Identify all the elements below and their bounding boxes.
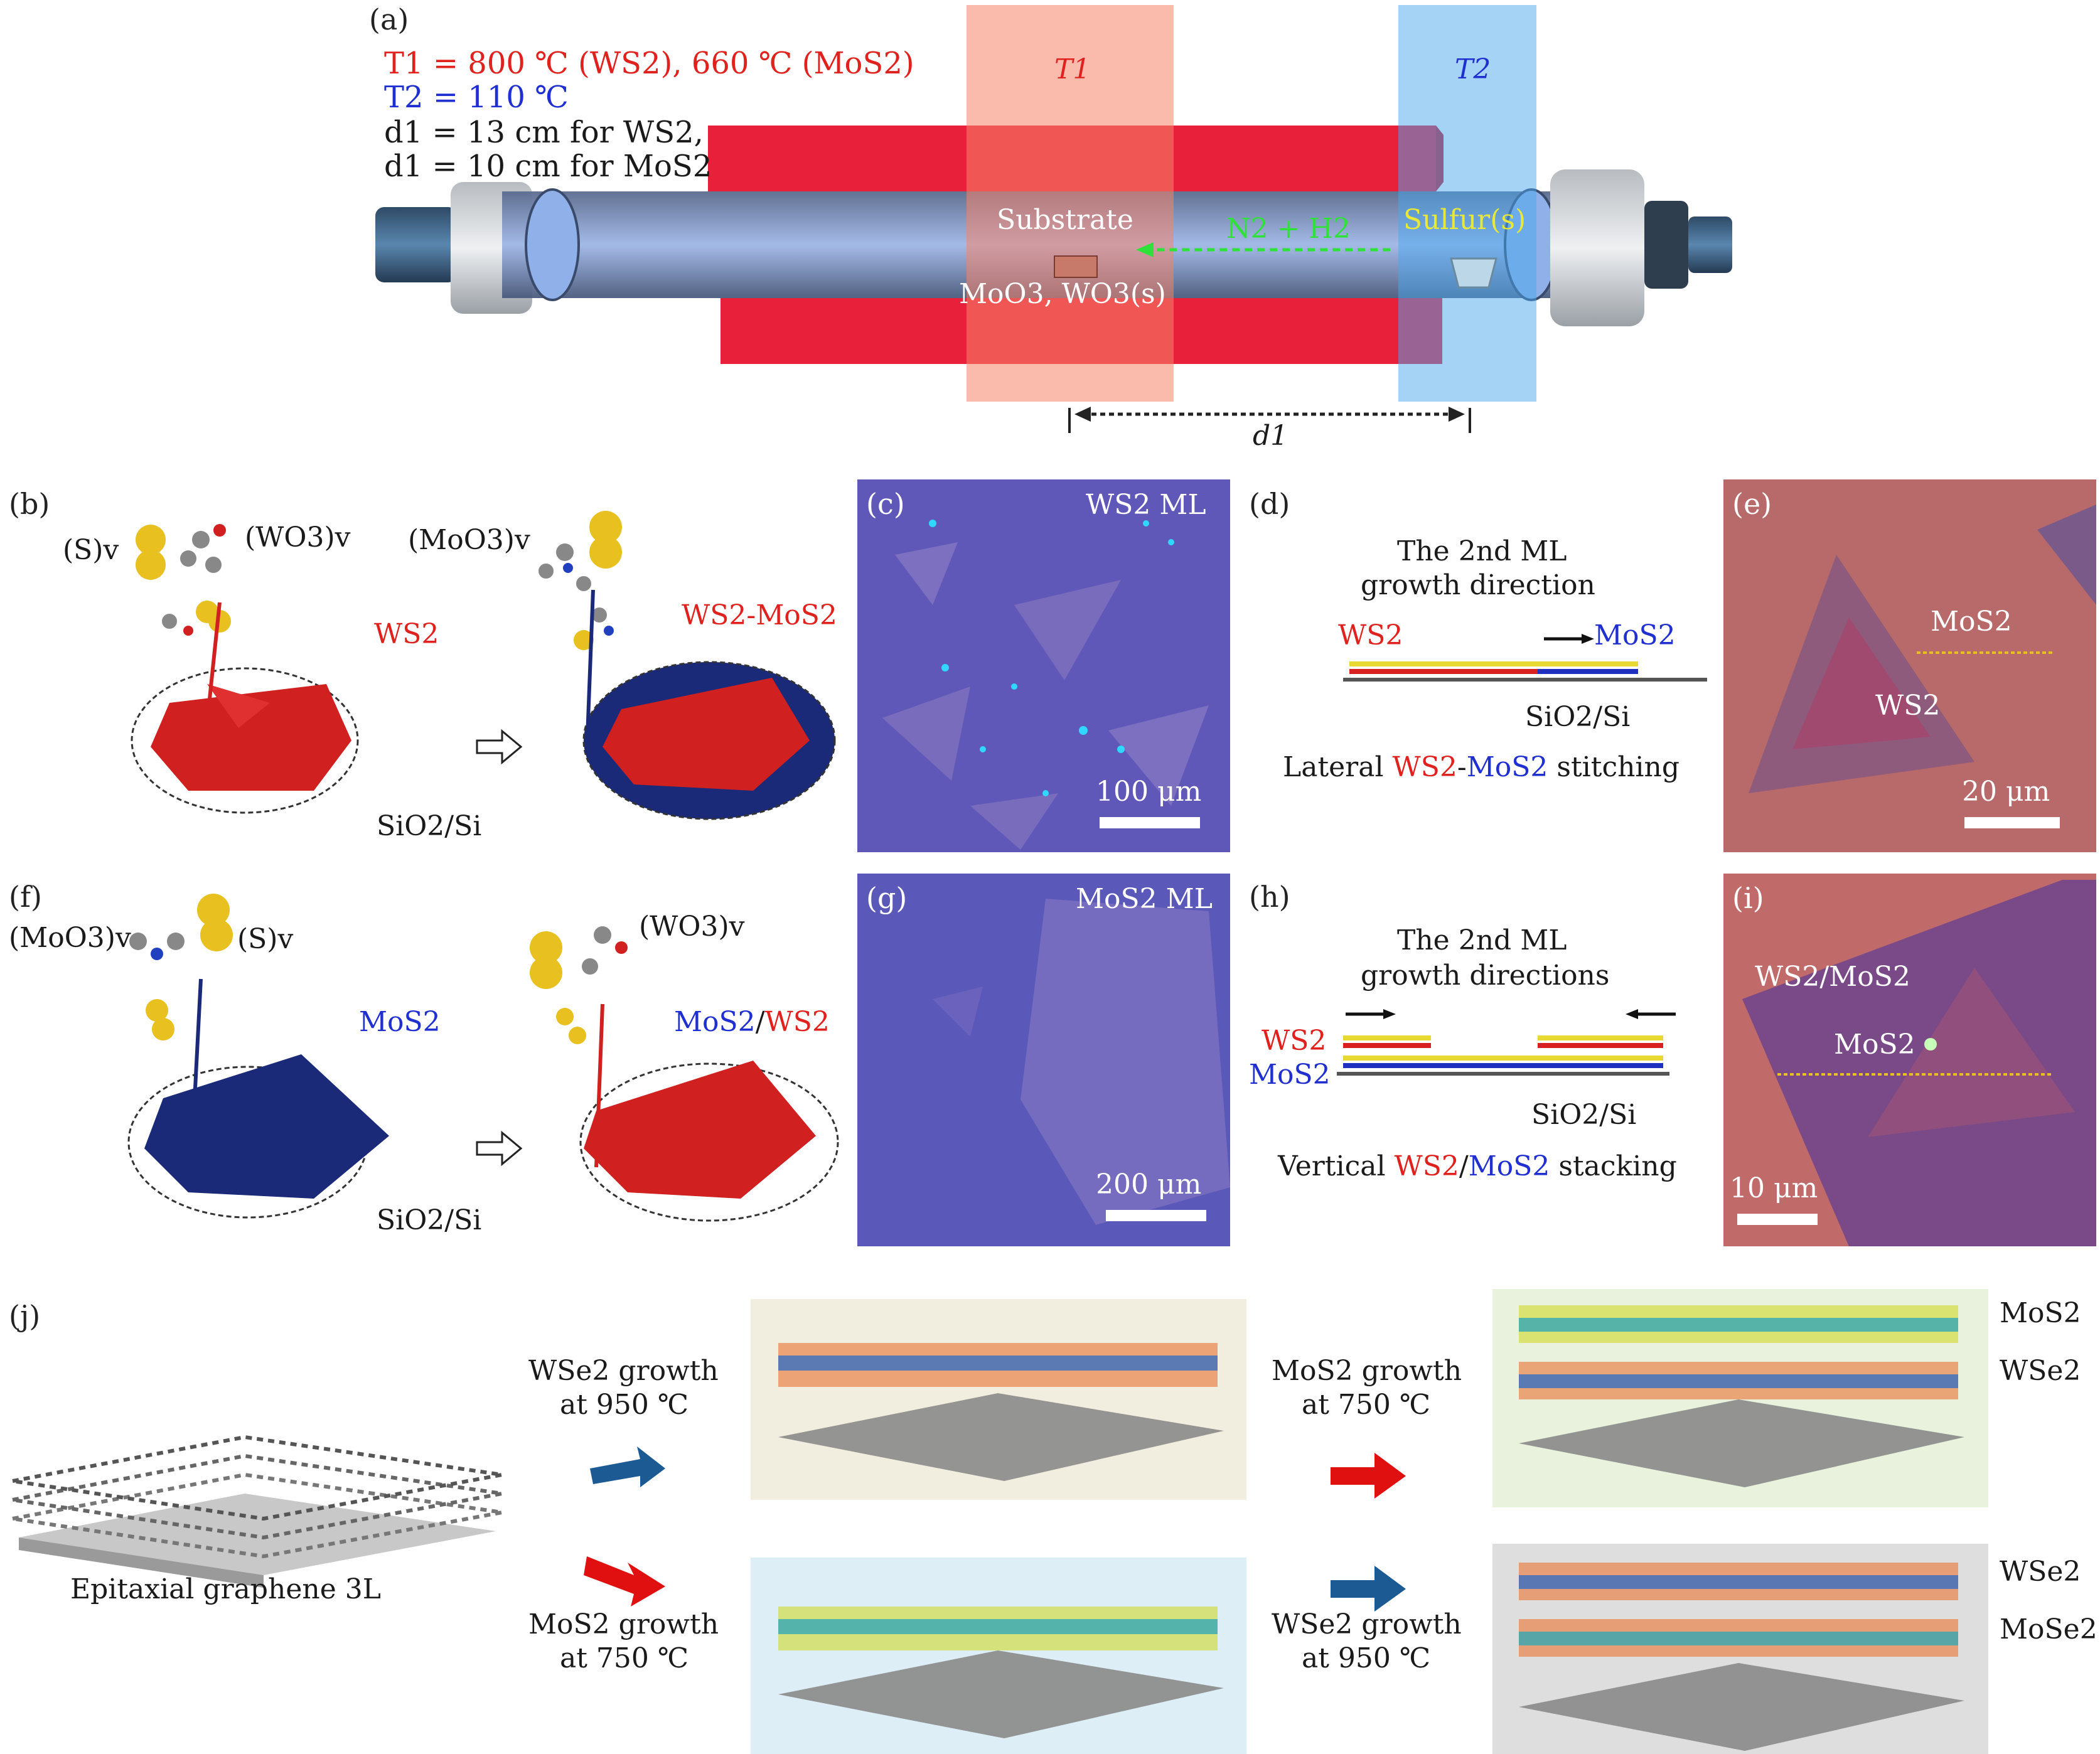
d1-mos2: d1 = 10 cm for MoS2: [384, 149, 712, 184]
d-substrate: SiO2/Si: [1525, 701, 1631, 733]
b-heterostructure-label: WS2-MoS2: [682, 599, 837, 631]
panel-g-micrograph: [857, 874, 1230, 1246]
substrate-boat: [1054, 255, 1098, 278]
d-line2: growth direction: [1361, 569, 1595, 601]
d-caption: Lateral WS2-MoS2 stitching: [1283, 751, 1679, 783]
c-scale-label: 100 μm: [1096, 776, 1202, 808]
f-substrate-label: SiO2/Si: [377, 1204, 482, 1236]
panel-label-j: (j): [9, 1299, 41, 1333]
h-substrate: SiO2/Si: [1531, 1099, 1637, 1131]
e-scale-label: 20 μm: [1962, 776, 2050, 808]
h-layer-diagram: [1337, 1009, 1676, 1076]
j-top-layer1: MoS2: [2000, 1297, 2081, 1329]
j-step2-bot-a: WSe2 growth: [1272, 1608, 1462, 1640]
j-step1-bot-a: MoS2 growth: [528, 1608, 719, 1640]
panel-e-micrograph: [1723, 479, 2096, 852]
zone-t1-label: T1: [1054, 53, 1091, 85]
arrow-step2-top: [1331, 1453, 1406, 1499]
b-moo3-vapor: (MoO3)v: [408, 524, 530, 556]
zone-t2: [1398, 5, 1536, 402]
gas-label: N2 + H2: [1226, 213, 1351, 245]
distance-label: d1: [1253, 420, 1288, 452]
tube-furnace-diagram: [375, 5, 1732, 433]
i-ws2-mos2: WS2/MoS2: [1755, 961, 1910, 993]
c-scale-bar: [1100, 817, 1200, 828]
t1-condition: T1 = 800 ℃ (WS2), 660 ℃ (MoS2): [384, 46, 914, 81]
panel-j-diagram: [12, 1289, 1988, 1754]
f-wo3-vapor: (WO3)v: [639, 911, 745, 943]
t2-condition: T2 = 110 ℃: [384, 80, 569, 115]
zone-t1: [967, 5, 1174, 402]
f-moo3-vapor: (MoO3)v: [9, 922, 131, 954]
i-scale-label: 10 μm: [1730, 1172, 1818, 1204]
substrate-label: Substrate: [997, 204, 1133, 236]
j-step1-top-b: at 950 ℃: [560, 1389, 689, 1421]
d-layer-diagram: [1343, 634, 1707, 682]
panel-label-f: (f): [9, 880, 42, 914]
h-mos2: MoS2: [1249, 1059, 1331, 1091]
j-top-layer2: WSe2: [2000, 1355, 2081, 1387]
e-scale-bar: [1964, 817, 2060, 828]
b-wo3-vapor: (WO3)v: [245, 521, 351, 553]
c-title: WS2 ML: [1086, 489, 1206, 521]
g-title: MoS2 ML: [1076, 883, 1213, 915]
j-step1-top-a: WSe2 growth: [528, 1355, 719, 1387]
d-ws2: WS2: [1338, 619, 1403, 651]
b-substrate-label: SiO2/Si: [377, 810, 482, 842]
right-end-cap: [1644, 201, 1688, 289]
arrow-step1-top: [590, 1447, 665, 1487]
e-mos2: MoS2: [1931, 606, 2012, 638]
panel-i-micrograph: [1723, 874, 2096, 1246]
j-step2-top-a: MoS2 growth: [1272, 1355, 1462, 1387]
sulfur-label: Sulfur(s): [1403, 204, 1526, 236]
b-s-vapor: (S)v: [63, 534, 119, 566]
panel-label-i: (i): [1732, 881, 1764, 915]
f-heterostructure-label: MoS2/WS2: [674, 1006, 830, 1038]
e-ws2: WS2: [1875, 690, 1941, 722]
h-ws2: WS2: [1262, 1025, 1327, 1057]
panel-label-a: (a): [369, 3, 409, 36]
d1-ws2: d1 = 13 cm for WS2,: [384, 115, 704, 150]
j-step2-top-b: at 750 ℃: [1302, 1389, 1431, 1421]
panel-f-schematic: [127, 894, 839, 1222]
d-line1: The 2nd ML: [1397, 535, 1567, 567]
zone-t2-label: T2: [1455, 53, 1491, 85]
f-s-vapor: (S)v: [237, 923, 294, 955]
g-scale-bar: [1106, 1210, 1206, 1221]
h-caption: Vertical WS2/MoS2 stacking: [1278, 1150, 1677, 1182]
f-mos2-label: MoS2: [359, 1006, 441, 1038]
b-ws2-label: WS2: [374, 618, 439, 650]
j-bot-layer1: WSe2: [2000, 1556, 2081, 1588]
j-graphene-label: Epitaxial graphene 3L: [70, 1573, 381, 1605]
arrow-step1-bot: [584, 1556, 665, 1607]
panel-label-d: (d): [1249, 487, 1290, 521]
g-scale-label: 200 μm: [1096, 1168, 1202, 1201]
graphene-3l: [12, 1435, 503, 1588]
i-scale-bar: [1737, 1214, 1818, 1225]
left-end-cap: [375, 207, 457, 282]
j-step2-bot-b: at 950 ℃: [1302, 1642, 1431, 1674]
sulfur-boat: [1450, 257, 1497, 289]
j-bot-layer2: MoSe2: [2000, 1613, 2097, 1645]
panel-label-c: (c): [866, 487, 905, 521]
i-mos2: MoS2: [1834, 1029, 1915, 1061]
panel-b-schematic: [131, 511, 836, 820]
panel-label-b: (b): [9, 487, 50, 521]
panel-label-g: (g): [866, 881, 908, 915]
j-step1-bot-b: at 750 ℃: [560, 1642, 689, 1674]
h-line1: The 2nd ML: [1397, 924, 1567, 956]
h-line2: growth directions: [1361, 960, 1610, 992]
arrow-step2-bot: [1331, 1566, 1406, 1612]
panel-label-h: (h): [1249, 880, 1290, 914]
right-flange: [1550, 169, 1644, 326]
d-mos2: MoS2: [1594, 619, 1676, 651]
panel-c-micrograph: [857, 479, 1230, 852]
panel-label-e: (e): [1732, 487, 1772, 521]
precursor-label: MoO3, WO3(s): [959, 278, 1166, 310]
